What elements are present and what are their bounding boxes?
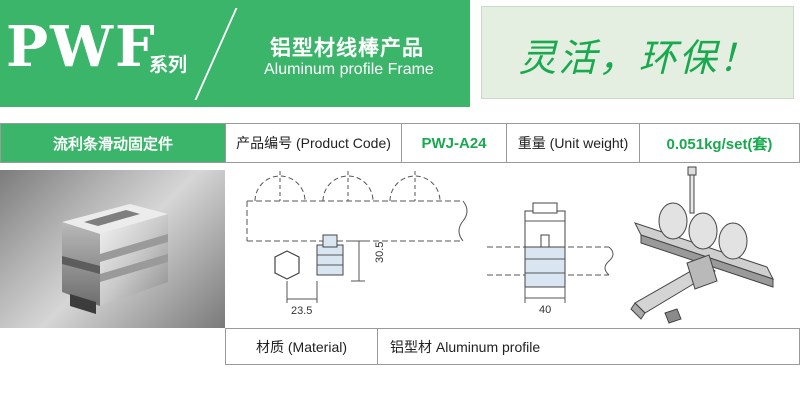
- dim-front-width-label: 40: [539, 304, 551, 316]
- product-code-value: PWJ-A24: [402, 124, 507, 162]
- unit-weight-value: 0.051kg/set(套): [666, 135, 773, 153]
- technical-drawings: 30.5 23.5 40: [225, 163, 800, 328]
- material-value: 铝型材 Aluminum profile: [390, 338, 541, 355]
- slogan-panel: 灵活，环保！: [481, 6, 794, 99]
- aluminum-slider-fitting-icon: [62, 204, 168, 314]
- brand-title: PWF: [6, 14, 157, 80]
- unit-weight-label: 重量 (Unit weight): [507, 124, 640, 162]
- product-code-label: 产品编号 (Product Code): [226, 124, 402, 162]
- slogan-text: 灵活，环保！: [518, 36, 759, 80]
- dim-height-label: 30.5: [374, 242, 386, 263]
- header-green-panel: PWF 系列 铝型材线棒产品 Aluminum profile Frame: [0, 0, 470, 107]
- header-divider: [194, 8, 238, 100]
- product-photo: [0, 170, 225, 328]
- material-row: 材质 (Material) 铝型材 Aluminum profile: [225, 328, 800, 365]
- spec-table-row: 流利条滑动固定件 产品编号 (Product Code) PWJ-A24 重量 …: [0, 123, 800, 163]
- side-view-drawing: [246, 171, 468, 303]
- product-line-title-cn: 铝型材线棒产品: [270, 36, 424, 60]
- isometric-assembly-drawing: [630, 166, 774, 324]
- dim-width-label: 23.5: [291, 305, 312, 317]
- header-banner: PWF 系列 铝型材线棒产品 Aluminum profile Frame 灵活…: [0, 0, 800, 107]
- series-label: 系列: [149, 54, 188, 76]
- product-line-title-en: Aluminum profile Frame: [264, 61, 434, 78]
- technical-drawing-canvas: 30.5 23.5 40: [246, 166, 774, 324]
- product-name-cell: 流利条滑动固定件: [1, 124, 226, 162]
- material-label: 材质 (Material): [226, 329, 378, 364]
- front-view-drawing: [487, 202, 614, 303]
